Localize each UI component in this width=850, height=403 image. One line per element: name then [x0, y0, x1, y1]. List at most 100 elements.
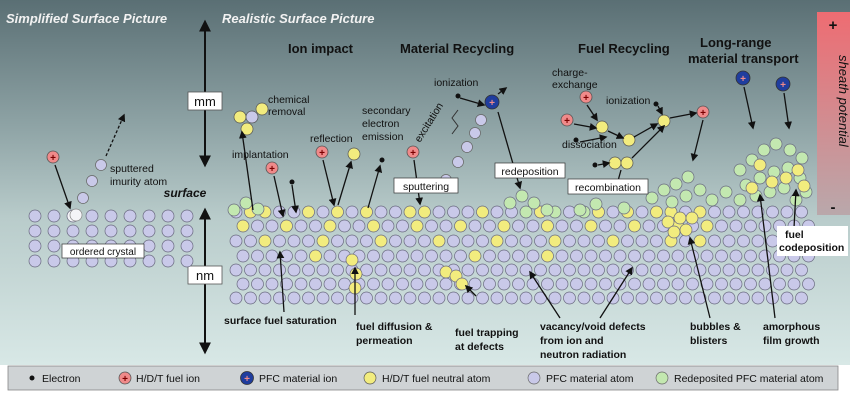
boxed-labels: ordered crystal sputtering redeposition … [61, 162, 848, 259]
fuel-ion-icon [315, 145, 329, 159]
redeposited-atom [515, 189, 529, 203]
fuel-atom [432, 234, 446, 248]
fuel-atom [454, 219, 467, 233]
fuel-atom [349, 267, 363, 281]
pfc-atom [795, 291, 808, 305]
pfc-atom [374, 205, 388, 219]
fuel-atom [497, 219, 511, 233]
pfc-atom [693, 263, 707, 277]
pfc-atom [526, 219, 540, 233]
pfc-atom [352, 219, 366, 233]
pfc-atom [780, 205, 794, 219]
pfc-atom [642, 277, 656, 291]
pfc-atom [628, 249, 641, 263]
pfc-atom [744, 277, 757, 291]
legend-electron-icon [29, 375, 35, 381]
legend-redeposited: Redeposited PFC material atom [674, 373, 824, 385]
pfc-atom [613, 219, 627, 233]
fuel-atom [403, 205, 417, 219]
pfc-atom [519, 263, 533, 277]
pfc-atom [294, 219, 308, 233]
electron-icon [653, 101, 659, 107]
redeposited-atom [733, 163, 747, 177]
pfc-atom [686, 249, 699, 263]
pfc-atom [180, 224, 194, 238]
pfc-atom [316, 205, 330, 219]
pfc-atom [468, 277, 482, 291]
pfc-atom [563, 263, 576, 277]
pfc-atom [722, 291, 736, 305]
redeposited-atom [733, 193, 747, 207]
pfc-atom [476, 263, 489, 277]
pfc-atom [251, 249, 264, 263]
fuel-ion-icon [579, 90, 593, 104]
label-sputtered-1: sputtered [110, 163, 154, 175]
pfc-atom [468, 219, 482, 233]
label-vacancy-2: from ion and [540, 335, 604, 347]
pfc-atom-icon [475, 114, 487, 126]
pfc-atom [773, 277, 786, 291]
pfc-atom [28, 224, 42, 238]
ion-plus-sign: + [122, 374, 128, 385]
pfc-atom [512, 219, 525, 233]
pfc-atom [751, 234, 765, 248]
label-vacancy-1: vacancy/void defects [540, 321, 646, 333]
arrow [239, 130, 254, 211]
pfc-atom [338, 219, 351, 233]
pfc-atom [483, 249, 496, 263]
label-chemical-2: removal [268, 106, 305, 118]
pfc-atom [439, 219, 453, 233]
pfc-atom [563, 291, 576, 305]
ion-plus-sign: + [489, 98, 495, 109]
pfc-atom [374, 263, 388, 277]
fuel-atom [779, 171, 793, 185]
pfc-atom [180, 209, 194, 223]
pfc-atom [461, 234, 475, 248]
sheath-label: sheath potential [836, 55, 850, 148]
fuel-atom [309, 249, 322, 263]
redeposited-atom [679, 189, 693, 203]
redeposited-atom [251, 202, 265, 216]
sheath-potential-bar [817, 12, 850, 215]
pfc-atom [795, 263, 808, 277]
redeposited-atom [665, 195, 679, 209]
arrow [687, 236, 711, 319]
redeposited-atom [693, 183, 707, 197]
redeposited-atom [783, 143, 797, 157]
legend-pfc-ion-icon [240, 371, 254, 385]
label-fuel-trapping-1: fuel trapping [455, 327, 519, 339]
pfc-atom [302, 263, 315, 277]
pfc-atom [744, 219, 757, 233]
fuel-atom-icon [622, 133, 636, 147]
pfc-atom [679, 263, 692, 277]
arrow [497, 87, 508, 95]
pfc-atom [28, 209, 42, 223]
label-ordered-crystal: ordered crystal [70, 247, 136, 258]
label-fuel-trapping-2: at defects [455, 341, 504, 353]
pfc-atom [505, 263, 518, 277]
header-simplified: Simplified Surface Picture [6, 11, 167, 26]
redeposited-atom [527, 196, 541, 210]
pfc-atom [635, 263, 649, 277]
pfc-atom [331, 291, 344, 305]
fuel-atom [455, 277, 469, 291]
pfc-atom [621, 234, 634, 248]
label-fuel-diffusion-2: permeation [356, 335, 413, 347]
legend: Electron + H/D/T fuel ion + PFC material… [29, 371, 824, 385]
label-sputtered-2: imurity atom [110, 176, 167, 188]
arrow [607, 130, 625, 139]
pfc-atom [802, 277, 815, 291]
pfc-atom [85, 209, 99, 223]
fuel-atom [753, 158, 767, 172]
arrow [633, 123, 659, 138]
pfc-atom [244, 234, 257, 248]
pfc-atom [280, 249, 293, 263]
pfc-atom [251, 219, 264, 233]
pfc-atom [621, 291, 634, 305]
pfc-atom [766, 234, 779, 248]
pfc-atom [432, 291, 446, 305]
fuel-atom [374, 234, 388, 248]
pfc-atom [229, 291, 243, 305]
pfc-atom [657, 249, 670, 263]
label-ionization-1: ionization [434, 77, 479, 89]
